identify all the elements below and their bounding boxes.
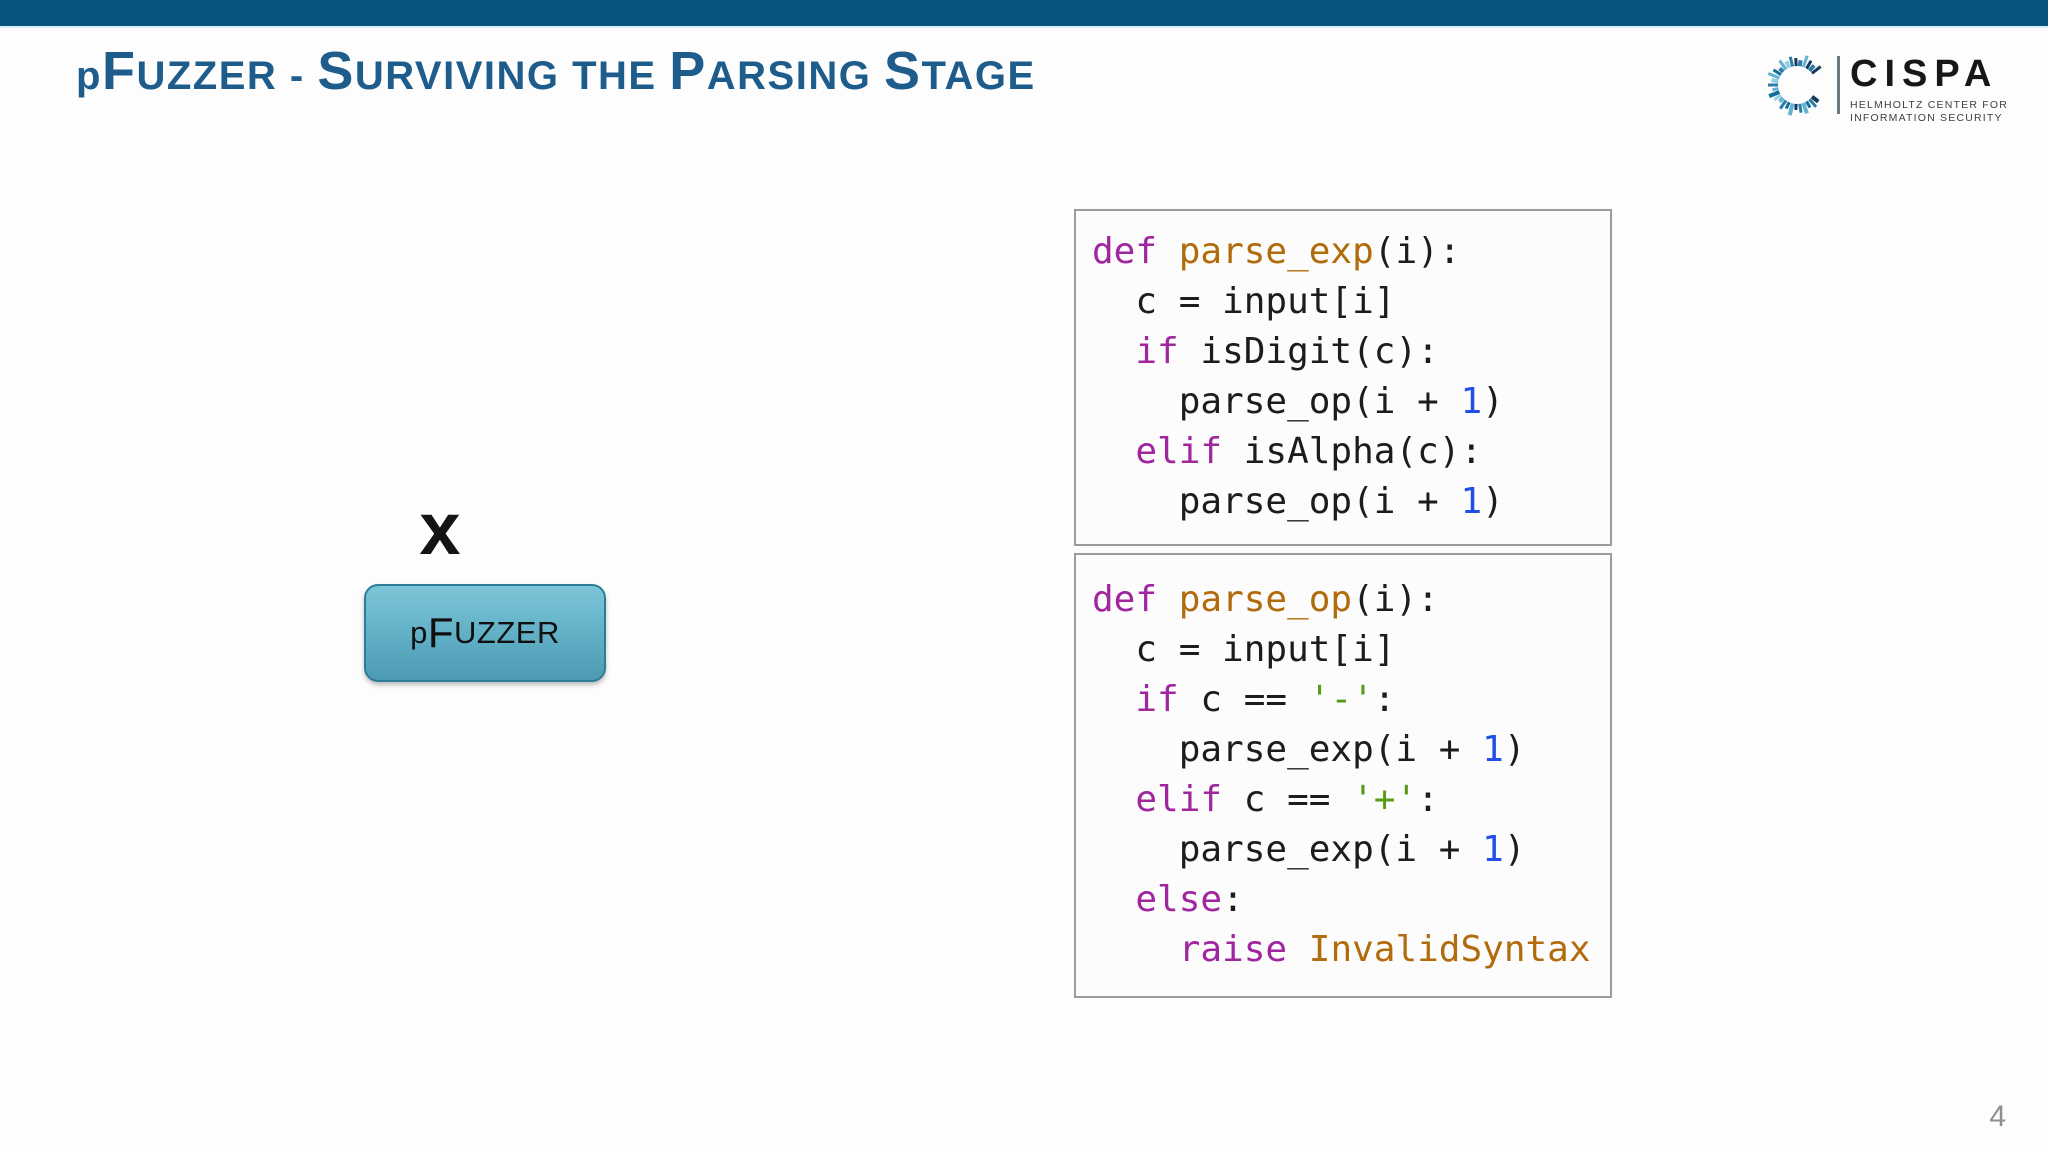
code-token: parse_op(i + [1092,481,1461,522]
code-line: parse_exp(i + 1) [1092,825,1594,875]
code-token: 1 [1460,481,1483,522]
text-segment: p [410,615,428,650]
logo-divider [1837,56,1840,114]
code-token: def [1092,231,1158,272]
code-token [1092,879,1135,920]
text-segment: p [76,54,102,98]
code-token: c == [1222,779,1353,820]
code-token: parse_exp(i + [1092,829,1483,870]
code-token [1157,231,1179,272]
text-segment: - [277,54,318,98]
code-token [1092,779,1135,820]
code-line: parse_op(i + 1) [1092,377,1594,427]
code-line: parse_op(i + 1) [1092,477,1594,527]
text-segment: URVIVING [354,54,560,98]
text-segment: THE [572,54,657,98]
code-token: ) [1503,729,1526,770]
code-token: parse_op(i + [1092,381,1461,422]
code-token: isDigit(c): [1178,331,1439,372]
text-segment: ARSING [706,54,872,98]
text-segment [871,54,884,98]
code-box-parse-op: def parse_op(i): c = input[i] if c == '-… [1074,553,1612,998]
text-segment [559,54,572,98]
fuzzer-input-char: x [419,487,461,570]
code-line: def parse_op(i): [1092,575,1594,625]
code-token: def [1092,579,1158,620]
page-number: 4 [1989,1100,2006,1133]
code-token: parse_op [1178,579,1353,620]
code-token: ) [1482,481,1504,522]
code-token: parse_exp(i + [1092,729,1483,770]
code-token [1092,679,1135,720]
code-token: c = input[i] [1092,629,1396,670]
slide-title: pFUZZER - SURVIVING THE PARSING STAGE [76,44,1036,98]
code-token: ) [1503,829,1526,870]
code-token: parse_exp [1178,231,1374,272]
code-line: elif c == '+': [1092,775,1594,825]
code-token [1157,579,1179,620]
code-line: raise InvalidSyntax [1092,925,1594,975]
code-line: c = input[i] [1092,277,1594,327]
code-token: if [1135,679,1179,720]
code-line: parse_exp(i + 1) [1092,725,1594,775]
code-token: if [1135,331,1179,372]
code-token: (i): [1352,579,1439,620]
code-token: 1 [1482,829,1504,870]
code-token: : [1373,679,1396,720]
code-line: else: [1092,875,1594,925]
text-segment: P [669,41,707,101]
code-line: def parse_exp(i): [1092,227,1594,277]
logo-brand-text: CISPA [1850,53,1999,95]
text-segment: UZZER [136,54,278,98]
text-segment: TAGE [921,54,1036,98]
code-token: raise [1178,929,1288,970]
code-token: c = input[i] [1092,281,1396,322]
code-line: if isDigit(c): [1092,327,1594,377]
logo-subtitle-line1: HELMHOLTZ CENTER FOR [1850,99,2008,111]
text-segment: F [101,41,137,101]
logo-subtitle-line2: INFORMATION SECURITY [1850,111,2003,124]
logo-subtitle: HELMHOLTZ CENTER FOR INFORMATION SECURIT… [1850,99,2048,124]
text-segment: S [317,41,355,101]
code-token [1287,929,1309,970]
cispa-logo: CISPA HELMHOLTZ CENTER FOR INFORMATION S… [1850,55,2048,124]
code-token: elif [1135,779,1223,820]
code-token: else [1135,879,1223,920]
code-box-parse-exp: def parse_exp(i): c = input[i] if isDigi… [1074,209,1612,546]
top-accent-bar [0,0,2048,28]
code-token: 1 [1460,381,1483,422]
text-segment [657,54,670,98]
text-segment: UZZER [454,615,560,650]
code-line: c = input[i] [1092,625,1594,675]
code-token: InvalidSyntax [1308,929,1591,970]
code-token: c == [1178,679,1309,720]
code-token: elif [1135,431,1223,472]
cispa-ring-icon [1767,55,1822,116]
code-token: '+' [1352,779,1418,820]
code-token: '-' [1308,679,1374,720]
code-token [1092,929,1179,970]
code-line: if c == '-': [1092,675,1594,725]
code-token: 1 [1482,729,1504,770]
code-token [1092,431,1135,472]
code-token: : [1417,779,1439,820]
code-token: ) [1482,381,1504,422]
text-segment: S [883,41,922,101]
code-token: : [1222,879,1244,920]
code-token: isAlpha(c): [1222,431,1483,472]
text-segment: F [427,609,455,656]
code-token: (i): [1373,231,1461,272]
code-token [1092,331,1135,372]
code-line: elif isAlpha(c): [1092,427,1594,477]
